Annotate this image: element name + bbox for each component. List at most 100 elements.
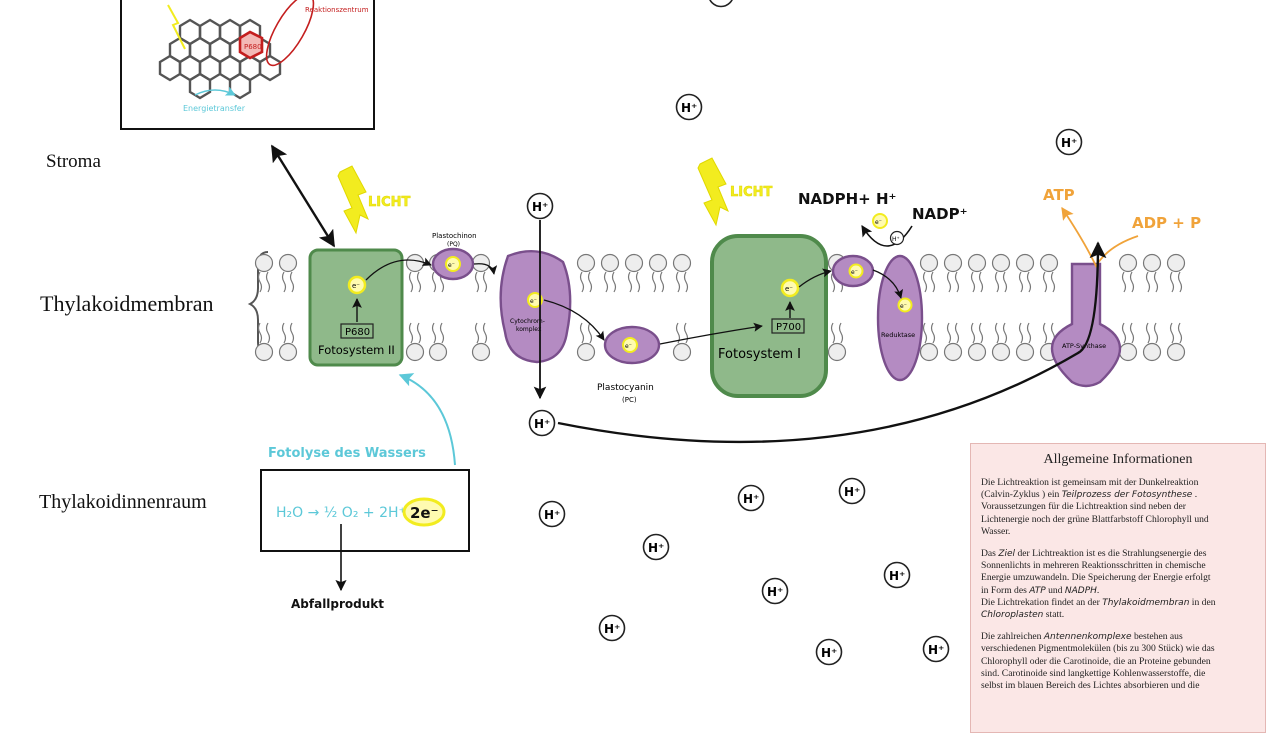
proton-icon: H⁺: [761, 577, 789, 605]
lipid-bottom: [405, 322, 425, 362]
lipid-bottom: [576, 322, 596, 362]
lipid-top: [919, 253, 939, 293]
lipid-bottom: [919, 322, 939, 362]
pq-electron: e⁻: [448, 262, 455, 269]
pc-abbr: (PC): [622, 396, 637, 404]
info-p3-line: Die zahlreichen Antennenkomplexe bestehe…: [981, 631, 1255, 643]
lipid-bottom: [1015, 322, 1035, 362]
nadph-proton: H⁺: [892, 236, 900, 243]
nadph-electron-icon: [872, 213, 888, 229]
plastocyanin: e⁻ Plastocyanin (PC): [597, 325, 661, 404]
info-p1-line: Wasser.: [981, 525, 1011, 537]
proton-label: H⁺: [889, 569, 905, 583]
lipid-bottom: [471, 322, 491, 362]
lipid-bottom: [428, 322, 448, 362]
info-p3-line: Chlorophyll oder die Carotinoide, die an…: [981, 655, 1211, 667]
proton-icon: H⁺: [675, 93, 703, 121]
ferredoxin: e⁻: [831, 254, 875, 288]
lipid-top: [471, 253, 491, 293]
lightning-icon: [337, 165, 369, 235]
lumen-label: Thylakoidinnenraum: [39, 491, 207, 513]
proton-label: H⁺: [544, 508, 560, 522]
proton-icon: H⁺: [815, 638, 843, 666]
info-paragraph-3: Die zahlreichen Antennenkomplexe bestehe…: [981, 631, 1255, 692]
info-text: Das: [981, 548, 999, 560]
proton-icon: H⁺: [642, 533, 670, 561]
cyt-name-2: komplex: [516, 326, 542, 333]
fd-electron: e⁻: [851, 269, 858, 276]
proton-icon: H⁺: [526, 192, 554, 220]
photolysis: Fotolyse des Wassers H₂O → ½ O₂ + 2H⁺ + …: [260, 373, 470, 611]
cytochrome-complex: e⁻ Cytochrom- komplex: [499, 250, 572, 364]
lipid-top: [1039, 253, 1059, 293]
info-p3-line: selbst im blauen Bereich des Lichtes abs…: [981, 680, 1200, 692]
light-label-1: LICHT: [368, 195, 411, 210]
photolysis-electrons: 2e⁻: [410, 504, 439, 522]
info-p2-line: Chloroplasten statt.: [981, 609, 1255, 621]
lipid-bottom: [991, 322, 1011, 362]
reaction-center-hexagon: [238, 30, 264, 60]
proton-icon: H⁺: [1055, 128, 1083, 156]
lipid-bottom: [1142, 322, 1162, 362]
info-highlight: Ziel: [998, 549, 1016, 560]
plastoquinone: e⁻ Plastochinon (PQ): [431, 232, 477, 281]
info-text: Die zahlreichen: [981, 631, 1044, 643]
light-label-2: LICHT: [730, 185, 773, 200]
info-text: Die Lichtrekation findet an der: [981, 596, 1103, 608]
info-text: (Calvin-Zyklus ) ein: [981, 489, 1062, 501]
info-highlight: ATP: [1029, 585, 1046, 596]
light-ps2: LICHT: [337, 165, 411, 235]
ps1-electron-icon: [780, 278, 800, 298]
lipid-top: [600, 253, 620, 293]
lipid-top: [943, 253, 963, 293]
info-text: .: [1192, 489, 1198, 501]
pc-electron-icon: [622, 337, 638, 353]
info-highlight: Thylakoidmembran: [1102, 597, 1190, 608]
proton-icon: H⁺: [838, 477, 866, 505]
membrane-label: Thylakoidmembran: [40, 291, 214, 316]
lightning-icon: [697, 157, 729, 227]
info-p3-line: sind. Carotinoide sind langkettige Kohle…: [981, 667, 1206, 679]
lipid-top: [991, 253, 1011, 293]
atp-product: ATP: [1043, 186, 1075, 204]
antenna-complex-inset: P680 Reaktionszentrum Energietransfer: [120, 0, 375, 130]
ps1-name: Fotosystem I: [718, 347, 801, 362]
lipid-top: [278, 253, 298, 293]
lipid-top: [624, 253, 644, 293]
fd-electron-icon: [848, 263, 864, 279]
lipid-bottom: [967, 322, 987, 362]
proton-icon: H⁺: [883, 561, 911, 589]
lipid-bottom: [672, 322, 692, 362]
photolysis-equation: H₂O → ½ O₂ + 2H⁺ +: [276, 505, 422, 521]
nadph-product: NADPH+ H⁺: [798, 190, 896, 208]
waste-product-label: Abfallprodukt: [291, 597, 384, 611]
inset-p680-label: P680: [244, 43, 262, 51]
proton-label: H⁺: [713, 0, 729, 2]
inset-link-arrow: [270, 144, 336, 248]
cyt-electron: e⁻: [530, 298, 537, 305]
proton-icon: H⁺: [709, 0, 733, 8]
pq-electron-icon: [445, 256, 461, 272]
cyt-name-1: Cytochrom-: [510, 318, 545, 325]
nadph-electron: e⁻: [875, 219, 882, 226]
info-highlight: Teilprozess der Fotosynthese: [1061, 490, 1193, 501]
proton-label: H⁺: [534, 417, 550, 431]
nadph-reaction: NADPH+ H⁺ NADP⁺ e⁻ H⁺: [798, 190, 968, 247]
red-electron-icon: [897, 297, 913, 313]
photolysis-title: Fotolyse des Wassers: [268, 446, 426, 461]
lipid-top: [648, 253, 668, 293]
info-text: der Lichtreaktion ist es die Strahlungse…: [1015, 548, 1207, 560]
lipid-bottom: [943, 322, 963, 362]
protons: H⁺H⁺H⁺H⁺H⁺H⁺H⁺H⁺H⁺H⁺H⁺H⁺H⁺H⁺: [526, 0, 1083, 666]
lipid-bottom: [1118, 322, 1138, 362]
lipid-bottom: [827, 322, 847, 362]
photosystem-2: e⁻ P680 Fotosystem II: [308, 248, 404, 367]
proton-icon: H⁺: [538, 500, 566, 528]
proton-label: H⁺: [648, 541, 664, 555]
info-p2-line: Energie umzuwandeln. Die Speicherung der…: [981, 572, 1211, 584]
info-text: und: [1045, 584, 1065, 596]
proton-label: H⁺: [1061, 136, 1077, 150]
inset-lightning-icon: [167, 4, 186, 50]
info-p2-line: in Form des ATP und NADPH.: [981, 585, 1255, 597]
inset-energy-transfer-label: Energietransfer: [183, 104, 246, 113]
